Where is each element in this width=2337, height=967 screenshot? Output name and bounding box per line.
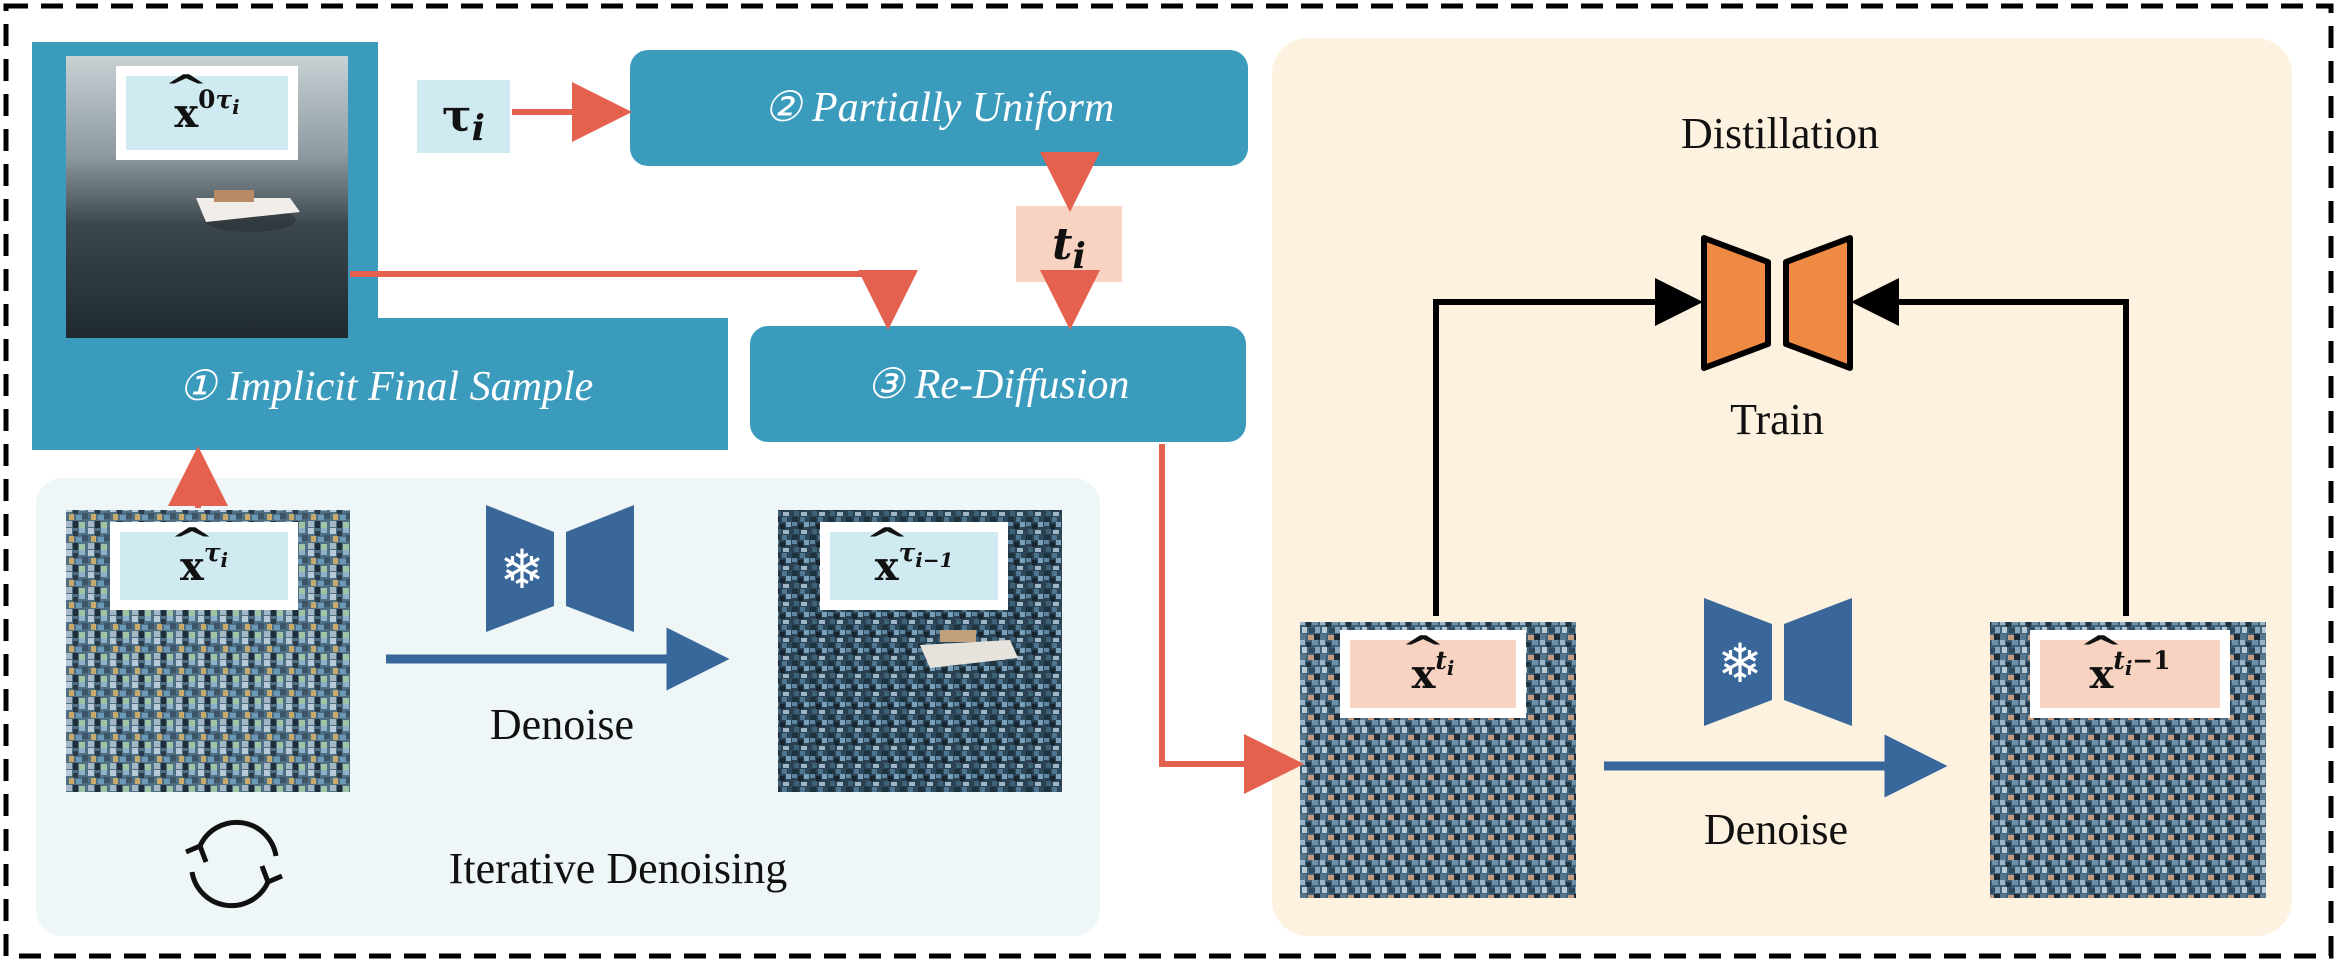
train-label: Train	[1730, 395, 1824, 444]
boat-shape-1	[196, 190, 300, 232]
snowflake-icon: ❄	[1717, 632, 1763, 695]
student-output-label-box	[2040, 640, 2220, 708]
frozen-unet-left	[486, 505, 634, 632]
partially-uniform-box	[630, 50, 1248, 166]
distillation-title: Distillation	[1681, 109, 1879, 158]
denoised-prev-label: xτi−1	[830, 532, 998, 600]
frozen-unet-right	[1704, 598, 1852, 726]
refresh-cycle-icon	[185, 819, 283, 909]
boat-shape-2	[920, 630, 1018, 668]
student-output-to-train-arrow	[1851, 278, 2129, 616]
re-diffusion-label: ③ Re-Diffusion	[866, 362, 1130, 408]
left-denoise-label: Denoise	[489, 700, 635, 749]
outer-dashed-border	[3, 3, 2334, 959]
tau-label-box	[417, 80, 510, 153]
student-input-to-train-arrow	[1433, 278, 1703, 616]
noisy-input-label: xτi	[120, 532, 288, 600]
student-input-label: xti	[1350, 640, 1516, 708]
snowflake-icon: ❄	[499, 538, 545, 601]
iterative-denoising-label: Iterative Denoising	[448, 844, 788, 893]
implicit-final-sample-label: ① Implicit Final Sample	[178, 364, 594, 410]
re-diffusion-box	[750, 326, 1246, 442]
denoised-prev-label-box	[830, 532, 998, 600]
student-output-label: xti−1	[2040, 640, 2220, 708]
partially-uniform-label: ② Partially Uniform	[763, 85, 1115, 131]
right-denoise-label: Denoise	[1703, 805, 1849, 854]
re-diffusion-to-student-arrow	[1159, 444, 1304, 794]
t-label-box	[1016, 206, 1122, 282]
trainable-unet	[1701, 235, 1853, 371]
sample-to-re-diffusion-arrow	[350, 270, 918, 330]
